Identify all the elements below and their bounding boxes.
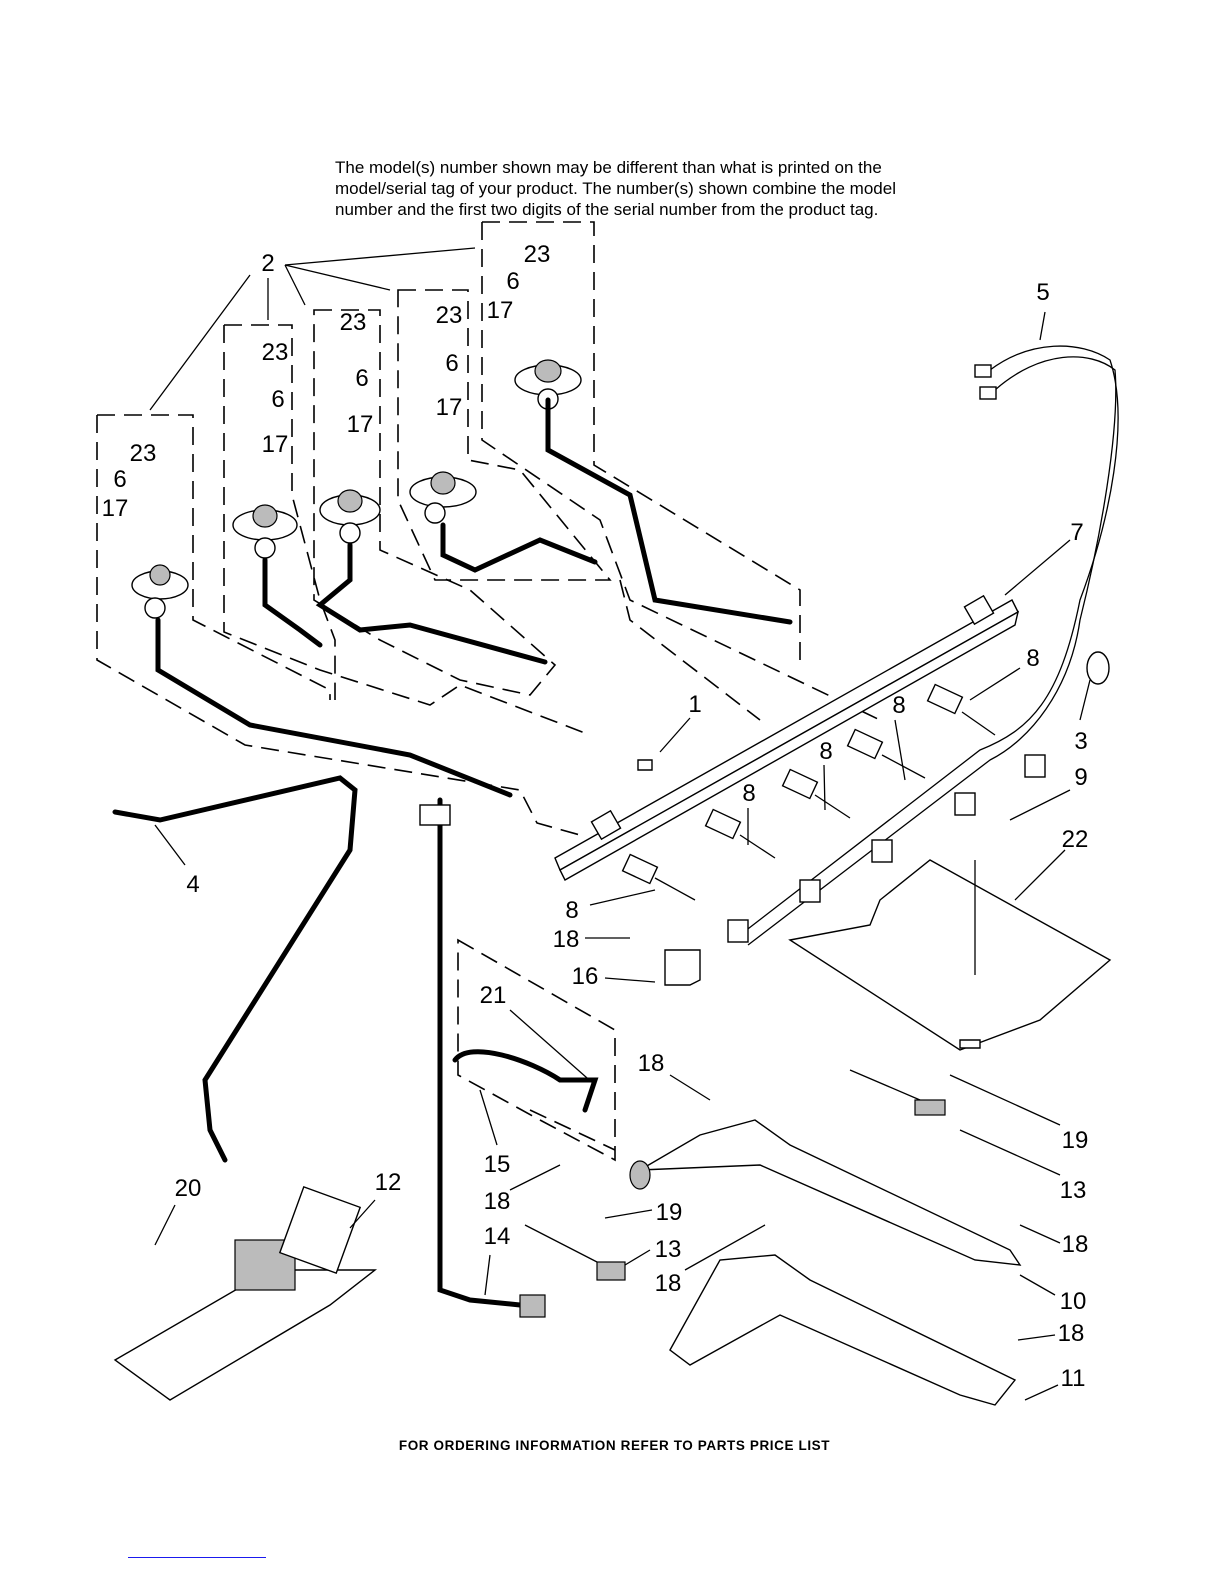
callout: 3 xyxy=(1074,728,1087,755)
callout: 6 xyxy=(113,466,126,493)
callout: 18 xyxy=(553,926,580,953)
callout: 8 xyxy=(1026,645,1039,672)
callout: 6 xyxy=(445,350,458,377)
oven-valve-assembly xyxy=(113,804,946,1401)
link-underline[interactable] xyxy=(128,1557,266,1558)
note-line: The model(s) number shown may be differe… xyxy=(335,158,882,177)
model-number-note: The model(s) number shown may be differe… xyxy=(335,157,896,220)
callout: 23 xyxy=(436,302,463,329)
callout: 5 xyxy=(1036,279,1049,306)
callout: 10 xyxy=(1060,1288,1087,1315)
callout: 23 xyxy=(262,339,289,366)
callout: 1 xyxy=(688,691,701,718)
oven-burners xyxy=(629,949,1022,1406)
callout: 18 xyxy=(655,1270,682,1297)
dashed-group-outlines xyxy=(96,221,881,1162)
callout: 7 xyxy=(1070,519,1083,546)
callout: 18 xyxy=(1062,1231,1089,1258)
callout: 18 xyxy=(638,1050,665,1077)
callout: 2 xyxy=(261,250,274,277)
callout: 8 xyxy=(819,738,832,765)
callout: 4 xyxy=(186,871,199,898)
gas-valves xyxy=(621,683,996,901)
callout: 23 xyxy=(340,309,367,336)
note-line: number and the first two digits of the s… xyxy=(335,200,879,219)
callout: 13 xyxy=(1060,1177,1087,1204)
callout: 22 xyxy=(1062,826,1089,853)
callout: 15 xyxy=(484,1151,511,1178)
callout: 19 xyxy=(656,1199,683,1226)
callout: 13 xyxy=(655,1236,682,1263)
callout: 9 xyxy=(1074,764,1087,791)
callout: 17 xyxy=(436,394,463,421)
callout: 12 xyxy=(375,1169,402,1196)
callout-labels: 2 23 6 17 23 6 17 23 6 17 23 6 17 23 6 1… xyxy=(102,241,1089,1392)
leader-lines xyxy=(149,247,1091,1401)
callout: 6 xyxy=(271,386,284,413)
ignition-harness xyxy=(727,345,1119,946)
callout: 8 xyxy=(742,780,755,807)
callout: 20 xyxy=(175,1175,202,1202)
callout: 17 xyxy=(262,431,289,458)
callout: 23 xyxy=(130,440,157,467)
burner-cover xyxy=(788,859,1112,1051)
callout: 8 xyxy=(565,897,578,924)
callout: 17 xyxy=(487,297,514,324)
callout: 18 xyxy=(484,1188,511,1215)
callout: 11 xyxy=(1061,1365,1086,1392)
callout: 6 xyxy=(506,268,519,295)
callout: 23 xyxy=(524,241,551,268)
callout: 14 xyxy=(484,1223,511,1250)
burner-tubes xyxy=(112,397,793,1308)
callout: 17 xyxy=(347,411,374,438)
footer-text: FOR ORDERING INFORMATION REFER TO PARTS … xyxy=(398,1438,831,1453)
callout: 8 xyxy=(892,692,905,719)
ordering-info-footer: FOR ORDERING INFORMATION REFER TO PARTS … xyxy=(0,1438,1225,1453)
burner-valves-assemblies xyxy=(131,359,582,619)
callout: 19 xyxy=(1062,1127,1089,1154)
callout: 21 xyxy=(480,982,507,1009)
callout: 6 xyxy=(355,365,368,392)
callout: 17 xyxy=(102,495,129,522)
note-line: model/serial tag of your product. The nu… xyxy=(335,179,896,198)
callout: 16 xyxy=(572,963,599,990)
callout: 18 xyxy=(1058,1320,1085,1347)
manifold-assembly xyxy=(554,594,1020,901)
